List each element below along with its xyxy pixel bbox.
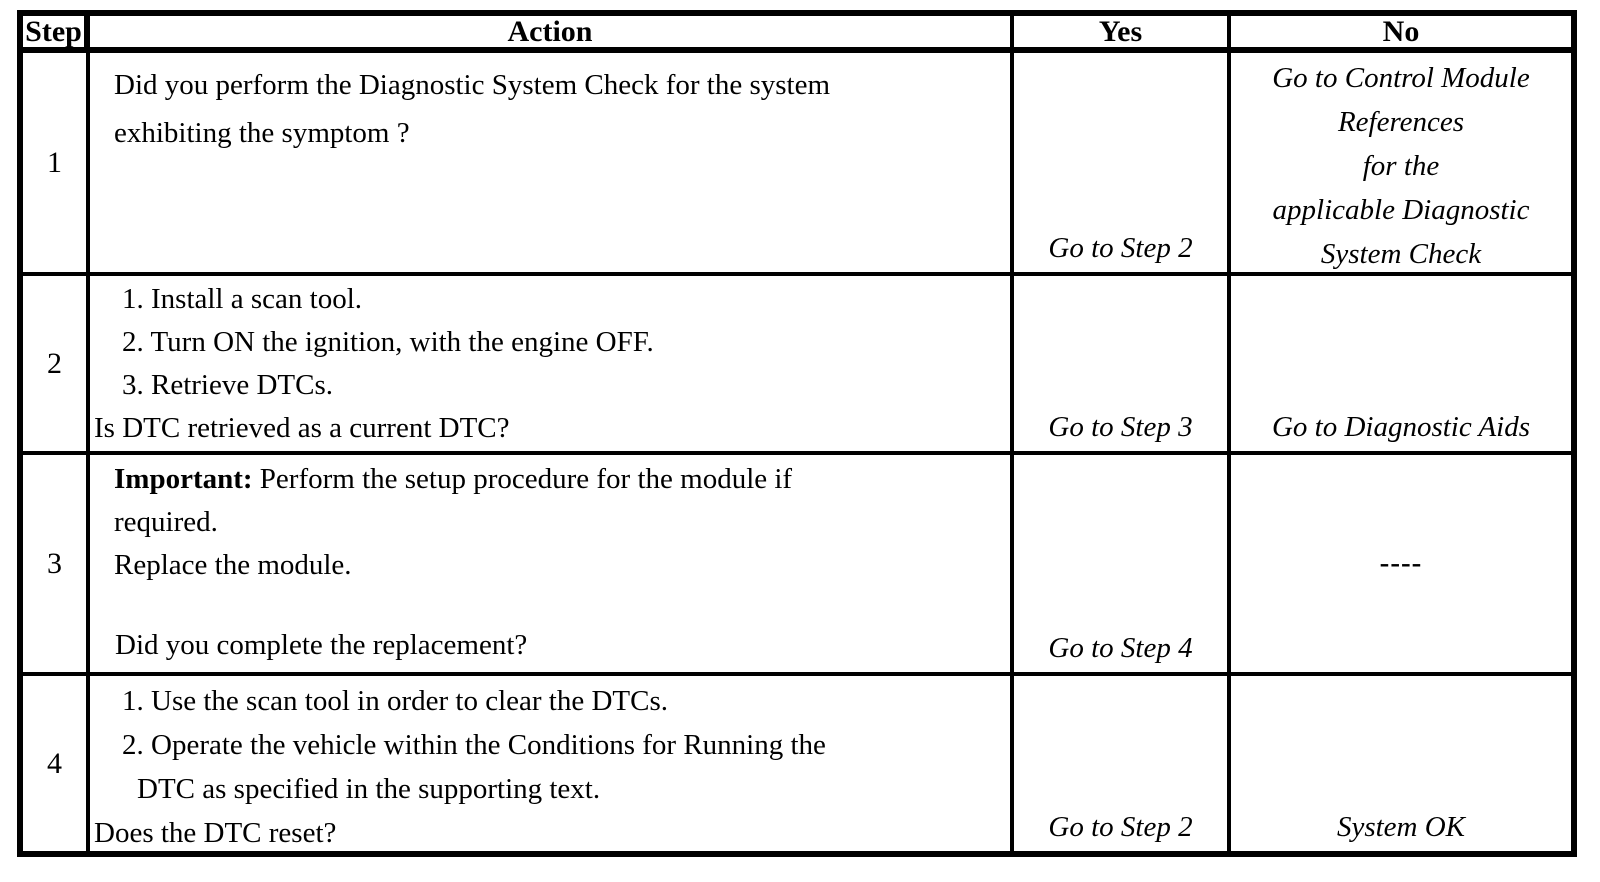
- header-cell-yes: Yes: [1014, 16, 1231, 53]
- no-cell: Go to Diagnostic Aids: [1231, 276, 1571, 455]
- important-text: Perform the setup procedure for the modu…: [252, 463, 793, 495]
- goto-text: Go to Step 2: [1048, 232, 1193, 264]
- goto-text-line: applicable Diagnostic: [1272, 194, 1530, 226]
- action-cell: Did you perform the Diagnostic System Ch…: [90, 53, 1014, 276]
- yes-cell: Go to Step 2: [1014, 676, 1231, 851]
- goto-text: System OK: [1336, 811, 1466, 843]
- yes-cell: Go to Step 4: [1014, 455, 1231, 676]
- goto-text-line: System Check: [1320, 238, 1482, 270]
- action-list-continuation: DTC as specified in the supporting text.: [137, 773, 601, 805]
- important-label: Important:: [114, 463, 253, 495]
- no-cell: Go to Control Module References for the …: [1231, 53, 1571, 276]
- action-list-item: 2. Operate the vehicle within the Condit…: [122, 729, 826, 761]
- action-cell: Important: Perform the setup procedure f…: [90, 455, 1014, 676]
- step-number-cell: 2: [23, 276, 90, 455]
- goto-text: Go to Step 4: [1048, 632, 1193, 664]
- action-question: Is DTC retrieved as a current DTC?: [94, 412, 510, 444]
- goto-text-line: for the: [1362, 150, 1440, 182]
- header-cell-step: Step: [23, 16, 90, 53]
- header-cell-action: Action: [90, 16, 1014, 53]
- goto-text: Go to Step 2: [1048, 811, 1193, 843]
- action-question: Did you complete the replacement?: [115, 629, 528, 661]
- step-number-cell: 3: [23, 455, 90, 676]
- goto-text-line: References: [1337, 106, 1465, 138]
- action-list-item: 3. Retrieve DTCs.: [122, 369, 334, 401]
- action-line: Did you perform the Diagnostic System Ch…: [114, 69, 831, 101]
- action-question: Does the DTC reset?: [94, 817, 337, 849]
- yes-cell: Go to Step 2: [1014, 53, 1231, 276]
- goto-text-line: Go to Control Module: [1272, 62, 1530, 94]
- header-cell-no: No: [1231, 16, 1571, 53]
- action-line: required.: [114, 506, 218, 538]
- action-list-item: 1. Use the scan tool in order to clear t…: [122, 685, 669, 717]
- step-number-cell: 4: [23, 676, 90, 851]
- goto-text: Go to Step 3: [1048, 411, 1193, 443]
- dash-placeholder: ----: [1379, 547, 1423, 579]
- goto-text: Go to Diagnostic Aids: [1271, 411, 1531, 443]
- no-cell: ----: [1231, 455, 1571, 676]
- action-list-item: 2. Turn ON the ignition, with the engine…: [122, 326, 654, 358]
- action-line: Replace the module.: [114, 549, 352, 581]
- action-cell: 1. Install a scan tool. 2. Turn ON the i…: [90, 276, 1014, 455]
- diagnostic-steps-table: Step Action Yes No 1 Did you perform the…: [17, 10, 1577, 857]
- action-line: exhibiting the symptom ?: [114, 117, 410, 149]
- step-number-cell: 1: [23, 53, 90, 276]
- action-list-item: 1. Install a scan tool.: [122, 283, 363, 315]
- action-line: Important: Perform the setup procedure f…: [90, 458, 1010, 501]
- action-cell: 1. Use the scan tool in order to clear t…: [90, 676, 1014, 851]
- no-cell: System OK: [1231, 676, 1571, 851]
- yes-cell: Go to Step 3: [1014, 276, 1231, 455]
